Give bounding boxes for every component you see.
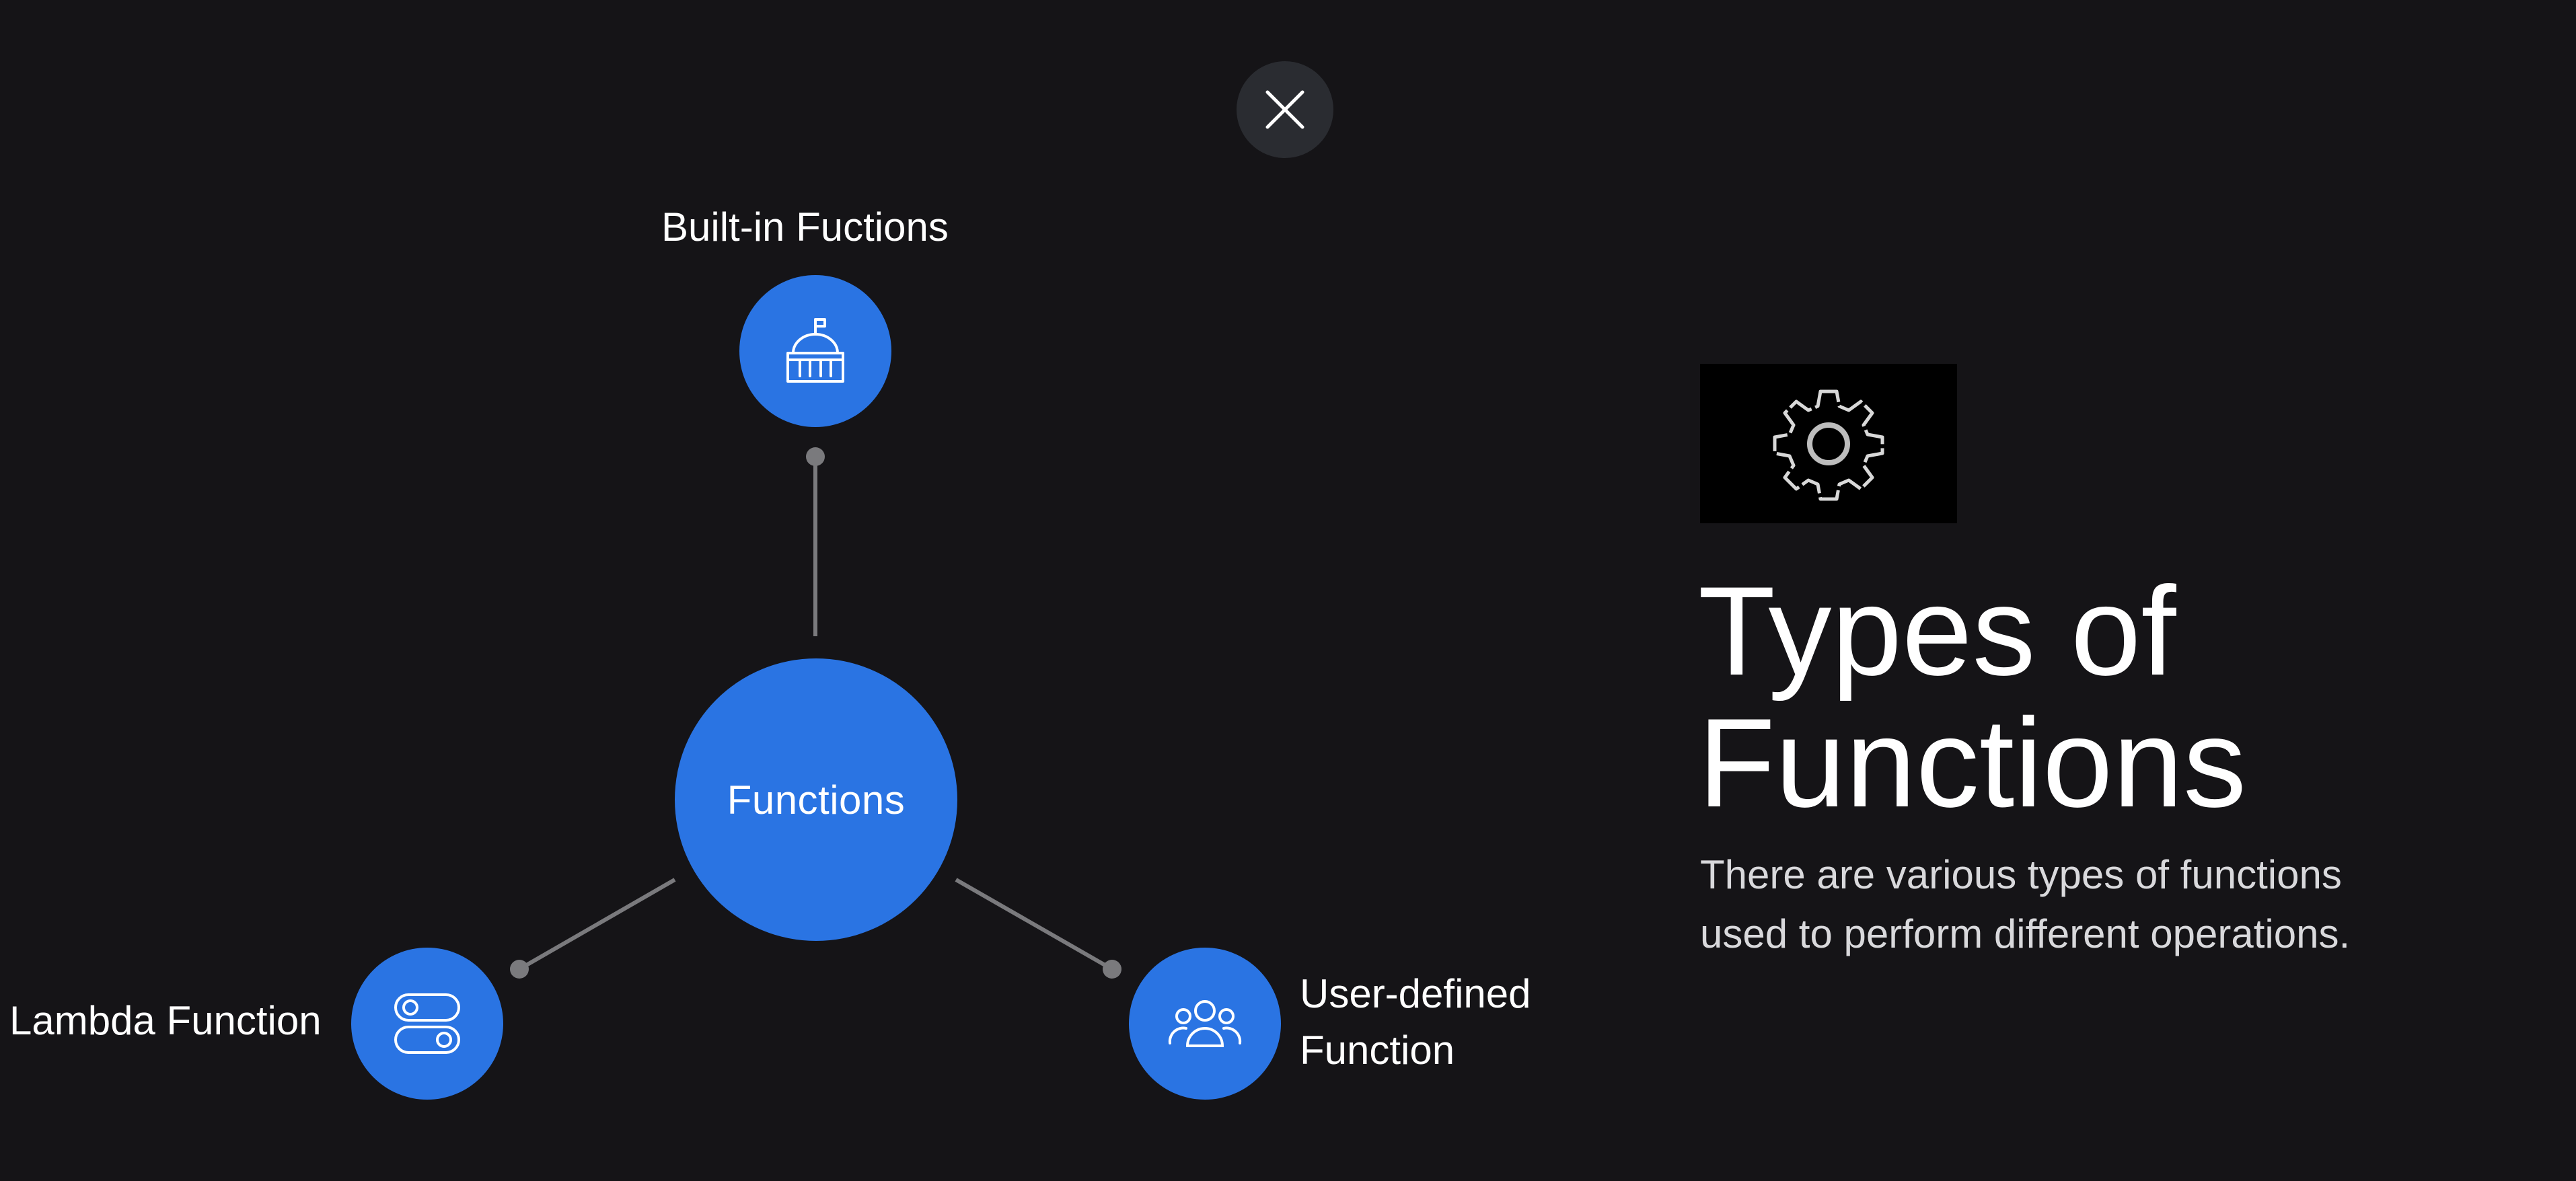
page-description-line-2: used to perform different operations.: [1700, 911, 2351, 956]
node-lambda-function[interactable]: [351, 948, 503, 1100]
connector-dot-lambda: [510, 960, 529, 979]
page-description: There are various types of functions use…: [1700, 845, 2507, 964]
page-title-line-1: Types of: [1698, 560, 2176, 701]
toggle-switches-icon: [394, 993, 460, 1054]
government-building-icon: [786, 318, 844, 383]
page-title: Types of Functions: [1698, 565, 2505, 829]
gear-icon: [1773, 389, 1884, 500]
node-label-user-line-2: Function: [1300, 1028, 1455, 1073]
node-label-builtin-line-1: Built-in Fuctions: [661, 204, 949, 250]
connector-user: [955, 878, 1113, 971]
close-button[interactable]: [1237, 61, 1333, 158]
gear-image: [1700, 364, 1957, 523]
node-builtin-functions[interactable]: [739, 275, 891, 427]
node-label-user: User-defined Function: [1300, 966, 1531, 1079]
close-icon: [1265, 90, 1304, 129]
page-title-line-2: Functions: [1698, 692, 2247, 833]
node-user-defined-function[interactable]: [1129, 948, 1281, 1100]
connector-dot-user: [1103, 960, 1121, 979]
connector-lambda: [518, 878, 676, 971]
center-node-functions[interactable]: Functions: [675, 658, 957, 941]
node-label-lambda: Lambda Function: [9, 993, 322, 1049]
node-label-user-line-1: User-defined: [1300, 971, 1531, 1016]
center-node-label: Functions: [727, 777, 906, 823]
user-group-icon: [1168, 1000, 1242, 1047]
connector-dot-builtin: [806, 447, 825, 466]
node-label-lambda-line-1: Lambda Function: [9, 998, 322, 1043]
node-label-builtin: Built-in Fuctions: [661, 199, 949, 256]
page-description-line-1: There are various types of functions: [1700, 852, 2342, 897]
